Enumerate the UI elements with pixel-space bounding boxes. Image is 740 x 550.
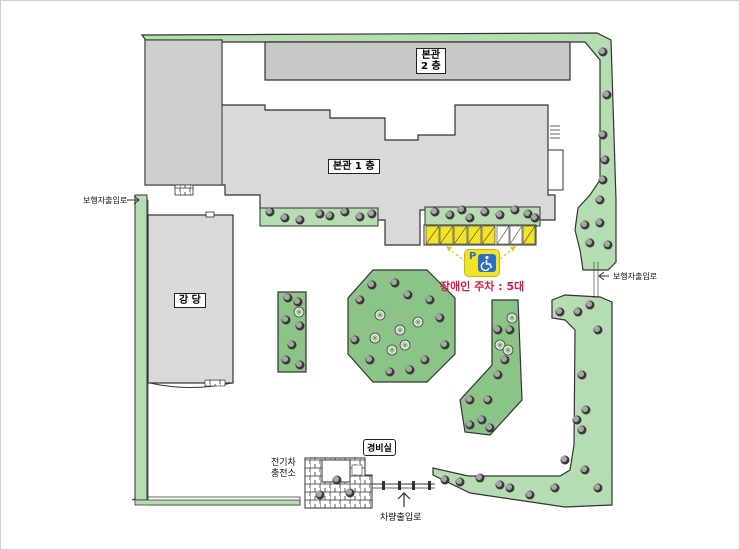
vehicle-entrance-label: 차량출입로 [380, 513, 422, 523]
auditorium-label: 강 당 [174, 293, 206, 308]
guard-room-label: 경비실 [363, 439, 396, 456]
wheelchair-icon [478, 254, 496, 272]
accessible-parking-label: 장애인 주차 : 5대 [440, 280, 525, 293]
parking-guide-arrows [446, 246, 516, 263]
right-garden [459, 299, 523, 436]
ev-charging-label: 전기차 충전소 [271, 458, 296, 479]
parking-badge: P [464, 249, 500, 277]
main-building-1f-label: 본관 1 층 [328, 159, 380, 174]
pedestrian-entrance-right-label: 보행자출입로 [613, 272, 658, 281]
pedestrian-arrows [127, 195, 609, 298]
vehicle-gate [372, 481, 435, 507]
accessible-parking-lot [423, 224, 537, 246]
pedestrian-entrance-left-label: 보행자출입로 [83, 196, 128, 205]
parking-badge-letter: P [469, 251, 477, 262]
main-building-2f-label: 본관 2 층 [416, 48, 446, 74]
